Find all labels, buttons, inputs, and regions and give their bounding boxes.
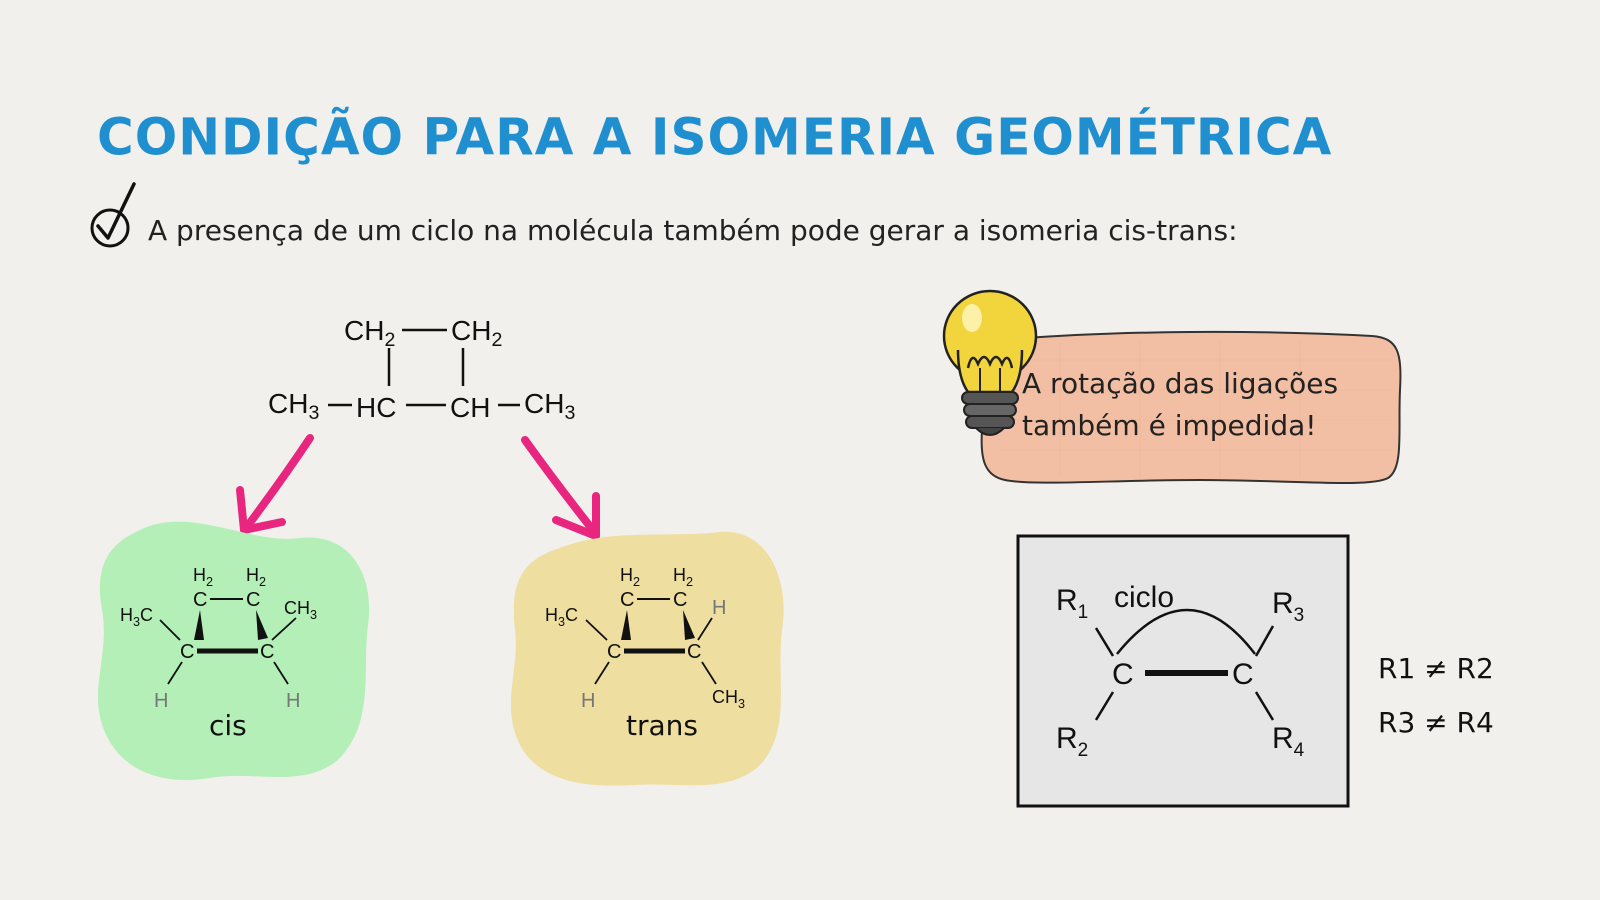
svg-text:C: C [1112,658,1134,691]
mol-bottom-left-ring: HC [356,392,396,423]
note-line-2: também é impedida! [1022,409,1317,442]
ciclo-label: ciclo [1114,581,1174,614]
svg-text:R2: R2 [1056,722,1088,761]
note-text: A rotação das ligações também é impedida… [1022,363,1402,447]
dimethylcyclobutane-structure: CH2 CH2 CH3 HC CH CH3 [268,315,575,424]
svg-text:C: C [1232,658,1254,691]
trans-blob [510,531,784,786]
trans-label: trans [626,709,698,742]
general-structure: ciclo C C R1 R3 R2 R4 [1056,581,1305,761]
svg-text:C: C [260,641,274,663]
svg-text:C: C [687,641,701,663]
arrow-left-icon [236,434,314,534]
note-grid [1000,340,1392,478]
subtitle: A presença de um ciclo na molécula també… [148,214,1238,247]
svg-text:R1: R1 [1056,584,1088,623]
page-title: Condição para a isomeria geométrica [97,107,1333,167]
mol-bottom-left-group: CH3 [268,388,319,424]
cis-label: cis [209,709,247,742]
svg-text:H: H [712,597,726,619]
svg-text:R3: R3 [1272,587,1304,626]
svg-text:C: C [620,589,634,611]
checkmark-icon [90,182,136,248]
mol-top-right: CH2 [451,315,502,351]
svg-text:C: C [673,589,687,611]
svg-text:C: C [193,589,207,611]
svg-text:H: H [581,690,595,712]
condition-r1-r2: R1 ≠ R2 [1378,652,1494,685]
svg-text:H: H [154,690,168,712]
svg-text:C: C [246,589,260,611]
svg-text:C: C [180,641,194,663]
svg-text:R4: R4 [1272,722,1305,761]
mol-bottom-right-group: CH3 [524,388,575,424]
condition-r3-r4: R3 ≠ R4 [1378,706,1494,739]
mol-top-left: CH2 [344,315,395,351]
arrow-right-icon [521,436,600,540]
note-line-1: A rotação das ligações [1022,367,1339,400]
svg-text:C: C [607,641,621,663]
mol-bottom-right-ring: CH [450,392,490,423]
svg-text:H: H [286,690,300,712]
lightbulb-icon [942,289,1038,436]
